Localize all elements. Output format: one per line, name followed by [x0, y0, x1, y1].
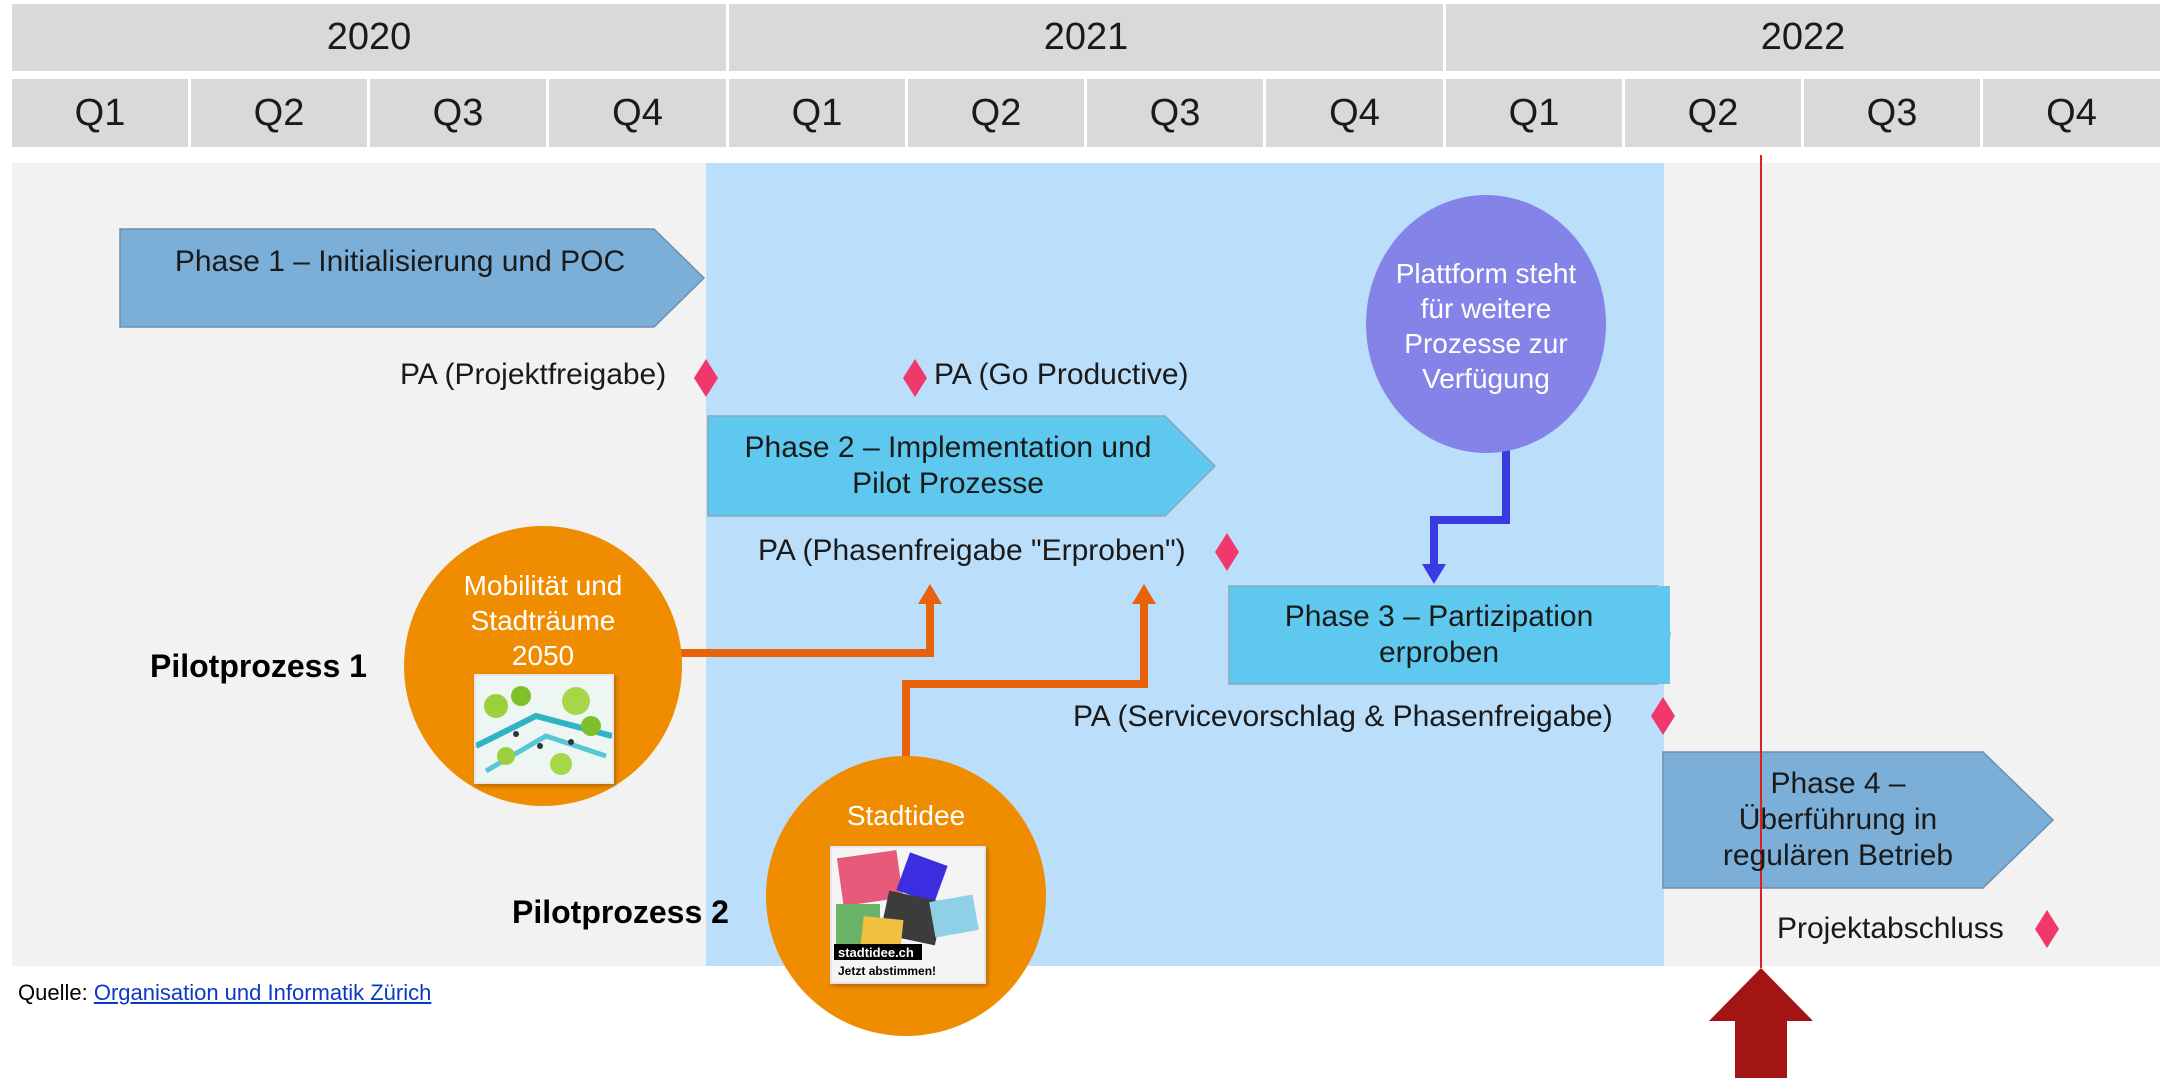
quarter-2020-q3: Q3 [370, 79, 546, 147]
phase-1-arrow [119, 228, 706, 328]
pilot-1-text: Mobilität und Stadträume 2050 [404, 568, 682, 673]
platform-connector [1430, 450, 1510, 570]
milestone-servicevorschlag-label: PA (Servicevorschlag & Phasenfreigabe) [1073, 700, 1613, 733]
platform-connector-arrowhead [1422, 564, 1446, 584]
year-2020: 2020 [12, 4, 726, 71]
pilot-1-line-1: Mobilität und [463, 570, 623, 601]
pilot-2-connector [902, 598, 1148, 760]
phase-4-line-2: Überführung in [1738, 803, 1938, 836]
phase-4-line-1: Phase 4 – [1770, 767, 1906, 800]
quarter-2022-q4: Q4 [1983, 79, 2160, 147]
platform-line-1: Plattform steht [1395, 258, 1577, 289]
stadtidee-slogan: Jetzt abstimmen! [838, 964, 936, 978]
phase-2-arrow [707, 415, 1217, 517]
milestone-projektabschluss-diamond [2035, 910, 2059, 948]
stadtidee-collage-image: stadtidee.ch Jetzt abstimmen! [832, 848, 984, 982]
platform-line-4: Verfügung [1422, 363, 1550, 394]
stadtidee-slogan-a: Jetzt [838, 964, 869, 978]
platform-line-3: Prozesse zur [1404, 328, 1568, 359]
quarter-2021-q2: Q2 [908, 79, 1084, 147]
quarter-2022-q1: Q1 [1446, 79, 1622, 147]
platform-circle [1366, 195, 1606, 453]
pilot-1-connector [680, 598, 934, 657]
milestone-go-productive-label: PA (Go Productive) [934, 358, 1189, 391]
quarter-2021-q3: Q3 [1087, 79, 1263, 147]
pilot-2-connector-arrowhead [1132, 584, 1156, 604]
source-link[interactable]: Organisation und Informatik Zürich [93, 980, 432, 1005]
year-2021: 2021 [729, 4, 1443, 71]
today-arrow [1709, 968, 1813, 1078]
source-note: Quelle: Organisation und Informatik Züri… [18, 980, 431, 1006]
pilot-2-title: Stadtidee [846, 800, 966, 831]
quarter-2021-q1: Q1 [729, 79, 905, 147]
phase-1-text: Phase 1 – Initialisierung und POC [174, 245, 626, 278]
stadtidee-slogan-b: abstimmen! [869, 964, 936, 978]
pilot-2-label: Pilotprozess 2 [512, 894, 729, 930]
milestone-phasenfreigabe-diamond [1215, 533, 1239, 571]
milestone-projektfreigabe-label: PA (Projektfreigabe) [400, 358, 667, 391]
city-illustration-image [476, 676, 612, 782]
source-prefix: Quelle: [18, 980, 94, 1005]
pilot-1-illustration [474, 674, 614, 784]
pilot-1-line-2: Stadträume [470, 605, 616, 636]
year-2022: 2022 [1446, 4, 2160, 71]
pilot-1-line-3: 2050 [511, 640, 575, 671]
milestone-projektfreigabe-diamond [694, 359, 718, 397]
platform-line-2: für weitere [1420, 293, 1552, 324]
phase-1-label: Phase 1 – Initialisierung und POC [140, 232, 660, 292]
quarter-2022-q3: Q3 [1804, 79, 1980, 147]
pilot-1-connector-arrowhead [918, 584, 942, 604]
phase-3-line-1: Phase 3 – Partizipation [1284, 600, 1594, 633]
pilot-1-label: Pilotprozess 1 [150, 648, 367, 684]
phase-2-line-1: Phase 2 – Implementation und [744, 431, 1152, 464]
pilot-2-illustration: stadtidee.ch Jetzt abstimmen! [830, 846, 986, 984]
phase-2-line-2: Pilot Prozesse [852, 467, 1044, 500]
quarter-2020-q2: Q2 [191, 79, 367, 147]
quarter-2020-q4: Q4 [549, 79, 726, 147]
milestone-servicevorschlag-diamond [1651, 697, 1675, 735]
phase-3-label: Phase 3 – Partizipation erproben [1229, 586, 1649, 684]
phase-2-label: Phase 2 – Implementation und Pilot Proze… [708, 416, 1188, 516]
milestone-projektabschluss-label: Projektabschluss [1777, 912, 2004, 945]
phase-4-label: Phase 4 – Überführung in regulären Betri… [1663, 752, 2013, 888]
phase-4-line-3: regulären Betrieb [1722, 839, 1954, 872]
phase-3-line-2: erproben [1378, 636, 1500, 669]
platform-text: Plattform steht für weitere Prozesse zur… [1366, 256, 1606, 396]
stadtidee-logo-text: stadtidee.ch [838, 945, 914, 960]
quarter-2020-q1: Q1 [12, 79, 188, 147]
quarter-2022-q2: Q2 [1625, 79, 1801, 147]
milestone-go-productive-diamond [903, 359, 927, 397]
milestone-phasenfreigabe-label: PA (Phasenfreigabe "Erproben") [758, 534, 1186, 567]
quarter-2021-q4: Q4 [1266, 79, 1443, 147]
phase-3-arrow-tip [1655, 586, 1670, 684]
